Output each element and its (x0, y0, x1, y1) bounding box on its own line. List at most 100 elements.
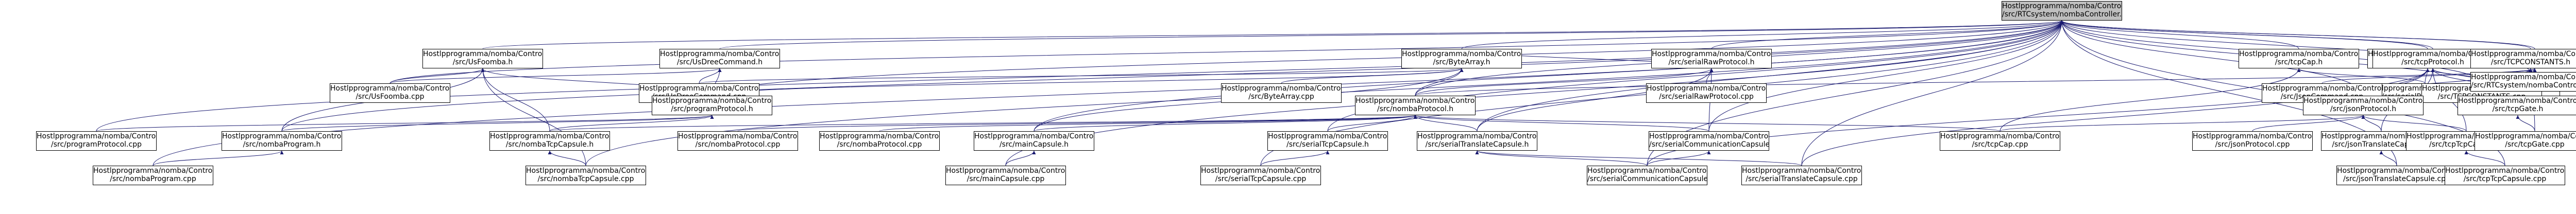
node-label-line1: Hostlpprogramma/nomba/Controller (2002, 2, 2122, 10)
edge-nombaprog-h-to-root (281, 20, 2064, 132)
node-label-line2: /src/UsFoomba.h (452, 58, 513, 66)
node-label-line2: /src/programProtocol.h (671, 105, 753, 113)
graph-node-root[interactable]: Hostlpprogramma/nomba/Controller/src/RTC… (2002, 1, 2122, 21)
node-label-line2: /src/nombaProgram.cpp (110, 175, 196, 183)
graph-node-tcpcap-cpp[interactable]: Hostlpprogramma/nomba/Controller/src/tcp… (1940, 131, 2060, 151)
graph-node-tcpcap-h[interactable]: Hostlpprogramma/nomba/Controller/src/tcp… (2239, 49, 2359, 68)
node-label-line1: Hostlpprogramma/nomba/Controller (974, 132, 1094, 140)
node-label-line1: Hostlpprogramma/nomba/Controller (1355, 97, 1476, 105)
edge-usb-cpp-to-root (389, 20, 2064, 84)
graph-node-jsontrans-cpp[interactable]: Hostlpprogramma/nomba/Controller/src/jso… (2336, 166, 2457, 185)
edge-maincap-h-to-root (1033, 20, 2064, 132)
edge-tcpcap-cpp-to-nombaproto-h (1414, 115, 2001, 132)
graph-node-progproto-h[interactable]: Hostlpprogramma/nomba/Controller/src/pro… (652, 96, 772, 115)
node-label-line1: Hostlpprogramma/nomba/Controller (1742, 167, 1862, 175)
graph-node-mainprot-cpp[interactable]: Hostlpprogramma/nomba/Controller/src/nom… (819, 131, 940, 151)
graph-node-nombaprog-cpp[interactable]: Hostlpprogramma/nomba/Controller/src/nom… (93, 166, 213, 185)
node-label-line1: Hostlpprogramma/nomba/Controller (1649, 132, 1769, 140)
edge-usb-cpp-to-usb-h (389, 68, 485, 84)
edge-jsontrans-h-to-jsonproto-h (2361, 115, 2382, 132)
graph-node-uscmd-h[interactable]: Hostlpprogramma/nomba/Controller/src/UsD… (659, 49, 780, 68)
graph-node-serialcomm-cpp[interactable]: Hostlpprogramma/nomba/Controller/src/ser… (1587, 166, 1707, 185)
edge-tcpgate-cpp-to-tcpgate-h (2516, 115, 2535, 132)
node-label-line1: Hostlpprogramma/nomba/Controller (2458, 97, 2576, 105)
graph-node-nombaproto-h[interactable]: Hostlpprogramma/nomba/Controller/src/nom… (1355, 96, 1476, 115)
edge-serialtrans-h-to-nombaproto-h (1413, 115, 1478, 132)
edge-tcpcap-h-to-root (2060, 20, 2299, 49)
graph-node-maincap-h[interactable]: Hostlpprogramma/nomba/Controller/src/mai… (974, 131, 1094, 151)
edge-tcpconst-h-to-root (2060, 20, 2531, 49)
graph-node-tcpgate-h[interactable]: Hostlpprogramma/nomba/Controller/src/tcp… (2458, 96, 2576, 115)
edge-tcpproto-h-to-root (2060, 20, 2433, 49)
node-label-line2: /src/jsonProtocol.cpp (2215, 140, 2290, 149)
edge-nombaprog-cpp-to-nombaprog-h (152, 150, 284, 166)
graph-node-nombatcp-cpp[interactable]: Hostlpprogramma/nomba/Controller/src/nom… (526, 166, 646, 185)
edge-jsonproto-h-to-root (2060, 20, 2364, 96)
graph-node-bytearray-h[interactable]: Hostlpprogramma/nomba/Controller/src/Byt… (1401, 49, 1522, 68)
node-label-line2: /src/ByteArray.h (1433, 58, 1490, 66)
node-label-line2: /src/serialRawProtocol.h (1668, 58, 1755, 66)
edge-maincap-cpp-to-maincap-h (1005, 150, 1036, 166)
node-label-line2: /src/mainCapsule.cpp (967, 175, 1045, 183)
graph-node-usb-cpp[interactable]: Hostlpprogramma/nomba/Controller/src/UsF… (330, 83, 450, 103)
edge-tcptcp-h-to-jsonproto-h (2361, 115, 2467, 132)
node-label-line2: /src/nombaProtocol.cpp (695, 140, 781, 149)
node-label-line1: Hostlpprogramma/nomba/Controller (652, 97, 772, 105)
graph-node-usb-h[interactable]: Hostlpprogramma/nomba/Controller/src/UsF… (422, 49, 543, 68)
graph-node-nombaprog-h[interactable]: Hostlpprogramma/nomba/Controller/src/nom… (222, 131, 342, 151)
edge-tcpcap-cpp-to-tcpcap-h (1999, 68, 2301, 132)
edge-tcpcap-cpp-to-jsonproto-h (1999, 115, 2365, 132)
node-label-line2: /src/nombaProtocol.h (1377, 105, 1454, 113)
edge-nombatcp-cpp-to-nombatcp-h (548, 150, 586, 166)
node-label-line1: Hostlpprogramma/nomba/Controller (2373, 50, 2493, 58)
node-label-line1: Hostlpprogramma/nomba/Controller (820, 132, 940, 140)
graph-node-bytearray-cpp[interactable]: Hostlpprogramma/nomba/Controller/src/Byt… (1221, 83, 1342, 103)
graph-node-rtc-cpp[interactable]: Hostlpprogramma/nomba/Controller/src/RTC… (2470, 72, 2576, 92)
graph-node-jsonproto-h[interactable]: Hostlpprogramma/nomba/Controller/src/jso… (2303, 96, 2424, 115)
node-label-line2: /src/tcpCap.h (2275, 58, 2323, 66)
edge-nombaprog-h-to-progproto-h (281, 115, 714, 132)
edge-bytearray-h-to-root (1461, 20, 2064, 49)
node-label-line1: Hostlpprogramma/nomba/Controller (1402, 50, 1522, 58)
graph-node-serialtrans-cpp[interactable]: Hostlpprogramma/nomba/Controller/src/ser… (1741, 166, 1862, 185)
edge-serialraw-h-to-root (1711, 20, 2064, 49)
edge-serialtcp-h-to-nombaproto-h (1327, 115, 1417, 132)
graph-node-jsonproto-cpp[interactable]: Hostlpprogramma/nomba/Controller/src/jso… (2192, 131, 2313, 151)
edge-mainprot-cpp-to-nombaproto-h (879, 115, 1417, 132)
graph-node-nombatcp-h[interactable]: Hostlpprogramma/nomba/Controller/src/nom… (489, 131, 610, 151)
node-label-line2: /src/serialTranslateCapsule.cpp (1745, 175, 1858, 183)
node-label-line1: Hostlpprogramma/nomba/Controller (678, 132, 798, 140)
node-label-line2: /src/jsonTranslateCapsule.h (2332, 140, 2431, 149)
node-label-line2: /src/serialTranslateCapsule.h (1425, 140, 1529, 149)
edge-serialcomm-h-to-root (1708, 20, 2064, 132)
node-label-line1: Hostlpprogramma/nomba/Controller (2475, 132, 2576, 140)
node-label-line1: Hostlpprogramma/nomba/Controller (1201, 167, 1321, 175)
graph-node-serialraw-h[interactable]: Hostlpprogramma/nomba/Controller/src/ser… (1651, 49, 1772, 68)
node-label-line1: Hostlpprogramma/nomba/Controller (639, 84, 759, 93)
graph-node-serialtcp-h[interactable]: Hostlpprogramma/nomba/Controller/src/ser… (1267, 131, 1388, 151)
node-label-line2: /src/jsonTranslateCapsule.cpp (2343, 175, 2450, 183)
graph-node-serialtcp-cpp[interactable]: Hostlpprogramma/nomba/Controller/src/ser… (1200, 166, 1321, 185)
graph-node-serialraw-cpp[interactable]: Hostlpprogramma/nomba/Controller/src/ser… (1646, 83, 1767, 103)
graph-node-serialcomm-h[interactable]: Hostlpprogramma/nomba/Controller/src/ser… (1649, 131, 1769, 151)
graph-node-nombaproto-cpp[interactable]: Hostlpprogramma/nomba/Controller/src/nom… (677, 131, 798, 151)
edge-nombaproto-cpp-to-nombaproto-h (737, 115, 1417, 132)
node-label-line1: Hostlpprogramma/nomba/Controller (2262, 84, 2382, 93)
node-label-line2: /src/serialCommunicationCapsule.cpp (1587, 175, 1707, 183)
node-label-line2: /src/tcpProtocol.h (2401, 58, 2464, 66)
edge-serialtrans-cpp-to-serialtrans-h (1475, 150, 1802, 166)
edge-progproto-h-to-root (711, 20, 2064, 96)
graph-node-tcpconst-h[interactable]: Hostlpprogramma/nomba/Controller/src/TCP… (2470, 49, 2576, 68)
node-label-line1: Hostlpprogramma/nomba/Controller (2239, 50, 2359, 58)
graph-node-progproto-cpp[interactable]: Hostlpprogramma/nomba/Controller/src/pro… (36, 131, 157, 151)
graph-node-tcptcp-cpp[interactable]: Hostlpprogramma/nomba/Controller/src/tcp… (2445, 166, 2565, 185)
edge-jsontrans-cpp-to-jsontrans-h (2379, 150, 2397, 166)
graph-node-maincap-cpp[interactable]: Hostlpprogramma/nomba/Controller/src/mai… (945, 166, 1066, 185)
node-label-line1: Hostlpprogramma/nomba/Controller (490, 132, 610, 140)
graph-node-serialtrans-h[interactable]: Hostlpprogramma/nomba/Controller/src/ser… (1417, 131, 1537, 151)
graph-node-tcpgate-cpp[interactable]: Hostlpprogramma/nomba/Controller/src/tcp… (2475, 131, 2576, 151)
node-label-line2: /src/nombaProtocol.cpp (837, 140, 922, 149)
node-label-line1: Hostlpprogramma/nomba/Controller (1222, 84, 1342, 93)
node-label-line1: Hostlpprogramma/nomba/Controller (2193, 132, 2313, 140)
node-label-line1: Hostlpprogramma/nomba/Controller (2337, 167, 2457, 175)
